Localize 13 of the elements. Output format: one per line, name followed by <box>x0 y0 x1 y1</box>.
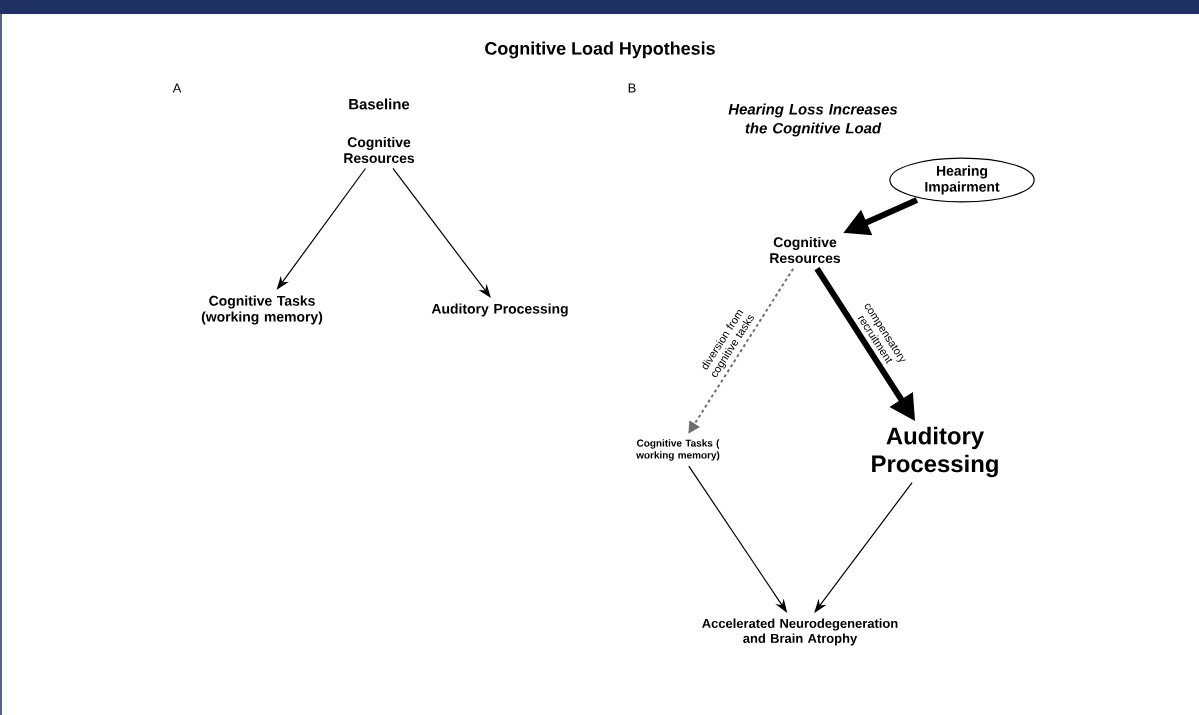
text-label: Accelerated Neurodegeneration and Brain Atrophy <box>702 618 898 646</box>
ellipse-node: Hearing Impairment <box>889 157 1035 203</box>
text-label: Cognitive Resources <box>770 236 841 264</box>
text-label: Auditory Processing <box>431 303 568 317</box>
panel-letter: A <box>172 83 182 93</box>
panel-heading: Baseline <box>349 98 410 110</box>
title: Cognitive Load Hypothesis <box>485 41 715 59</box>
text-label: Cognitive Tasks (working memory) <box>201 295 323 325</box>
text-label: Cognitive Tasks ( working memory) <box>636 439 720 461</box>
text-label: Cognitive Resources <box>344 136 415 164</box>
text-label: Auditory Processing <box>872 426 998 478</box>
panel-letter: B <box>628 83 636 93</box>
panel-heading: Hearing Loss Increases the Cognitive Load <box>728 103 898 137</box>
